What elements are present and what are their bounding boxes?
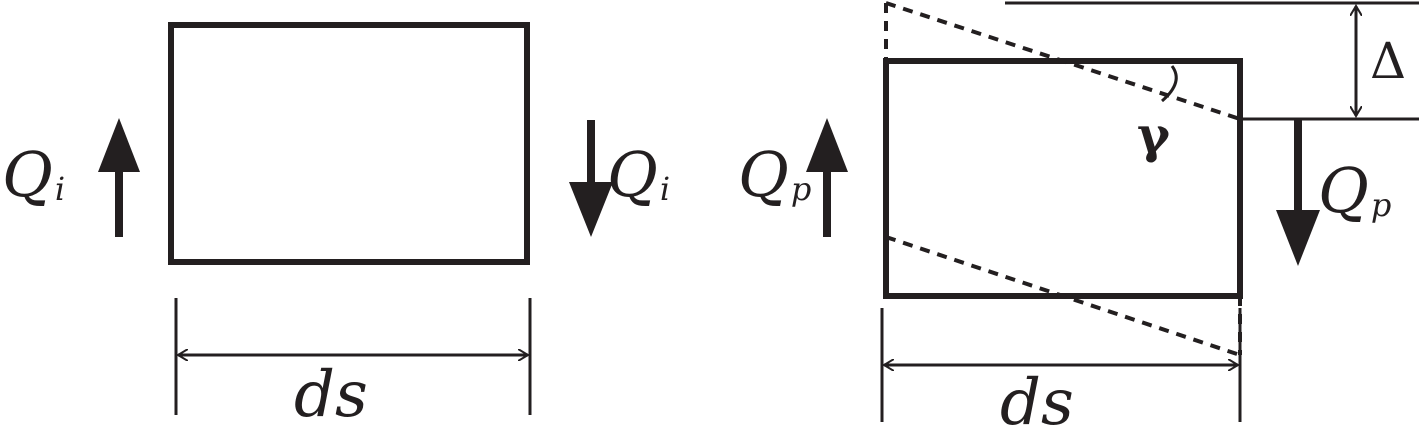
right-dimension	[880, 308, 1242, 422]
right-length-label: ds	[1000, 366, 1074, 426]
right-panel-force-label-right: Qp	[1318, 154, 1391, 227]
right-panel: Δ γ Qp Qp ds	[738, 1, 1419, 426]
right-element-rectangle	[883, 58, 1243, 299]
left-dimension	[174, 298, 532, 415]
deformed-shape-dashed	[884, 1, 1242, 357]
gamma-label: γ	[1137, 105, 1171, 164]
delta-label: Δ	[1370, 32, 1406, 90]
right-panel-shear-arrow-up	[806, 118, 848, 237]
gamma-angle-arc	[1161, 65, 1178, 103]
left-length-label: ds	[294, 358, 368, 426]
left-element-rectangle	[168, 22, 530, 265]
left-force-label-right: Qi	[607, 138, 670, 211]
right-panel-shear-arrow-down	[1276, 120, 1320, 266]
right-panel-force-label-left: Qp	[738, 138, 811, 211]
left-panel: Qi Qi ds	[2, 22, 670, 426]
right-shear-arrow-down	[569, 120, 613, 237]
left-force-label-left: Qi	[2, 138, 65, 211]
left-shear-arrow-up	[98, 118, 140, 237]
